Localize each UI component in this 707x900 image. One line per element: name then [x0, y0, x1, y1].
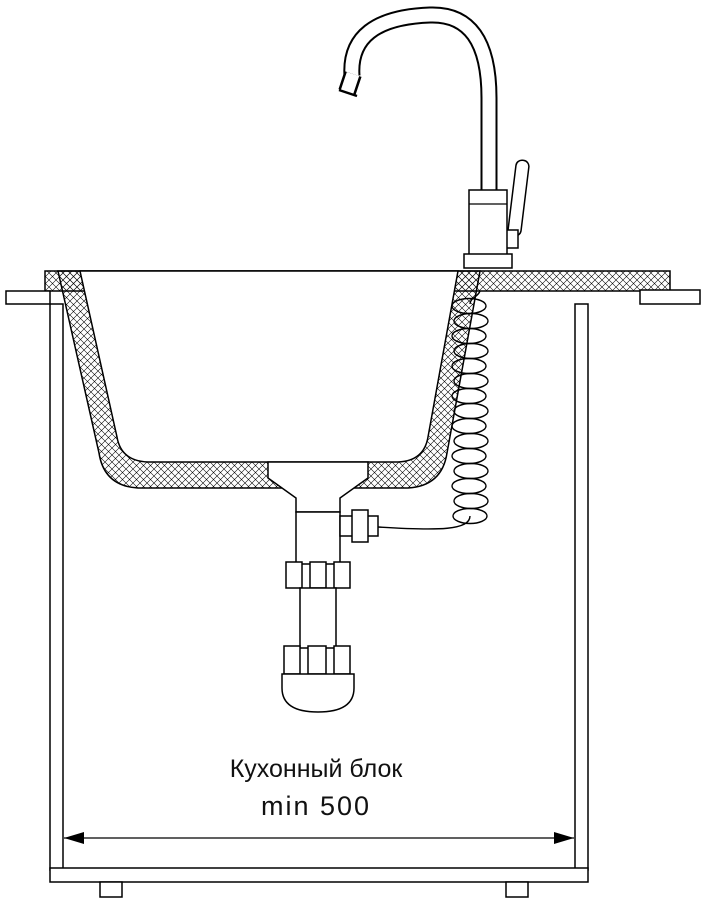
siphon-cup [281, 673, 355, 713]
union-nut-lower [283, 645, 351, 675]
drain-funnel [267, 461, 369, 513]
dimension-value: min 500 [261, 791, 371, 821]
cabinet-bottom-panel [49, 867, 589, 883]
nut-segment [283, 645, 301, 675]
siphon-drain-assembly [267, 461, 379, 713]
sink-bowl [57, 270, 481, 489]
faucet-body [468, 189, 508, 257]
dimension-arrowhead-left [64, 832, 84, 844]
faucet-spout-fill [345, 8, 496, 195]
nut-segment [333, 561, 351, 589]
siphon-body-tube [299, 587, 337, 649]
nut-segment [285, 561, 303, 589]
faucet-spout-outline [343, 6, 498, 195]
kitchen-cabinet [49, 303, 589, 898]
nut-segment [307, 645, 327, 675]
hose-coil [451, 297, 489, 525]
wall-bracket-left [5, 290, 51, 305]
sink-bowl-inner-surface [79, 270, 459, 463]
faucet-base-collar [463, 253, 513, 269]
cabinet-caption: Кухонный блок [230, 755, 404, 783]
hose-lower-lead [377, 515, 471, 530]
hose-inlet-nut [351, 509, 369, 543]
dimension-arrowhead-right [554, 832, 574, 844]
cabinet-right-wall [574, 303, 589, 871]
faucet-handle [507, 159, 530, 237]
nut-segment [309, 561, 327, 589]
cabinet-left-wall [49, 303, 64, 871]
faucet-aerator-cap [338, 88, 358, 98]
drain-tailpipe [295, 511, 341, 565]
cabinet-foot-right [505, 881, 529, 898]
nut-segment [333, 645, 351, 675]
faucet [338, 6, 530, 269]
faucet-aerator-fill [340, 71, 360, 95]
flexible-hose [377, 290, 489, 530]
cabinet-foot-left [99, 881, 123, 898]
dimension-annotation: Кухонный блок min 500 [64, 755, 574, 844]
hose-upper-lead [469, 290, 481, 305]
union-nut-upper [285, 561, 351, 589]
wall-bracket-right [639, 289, 701, 305]
